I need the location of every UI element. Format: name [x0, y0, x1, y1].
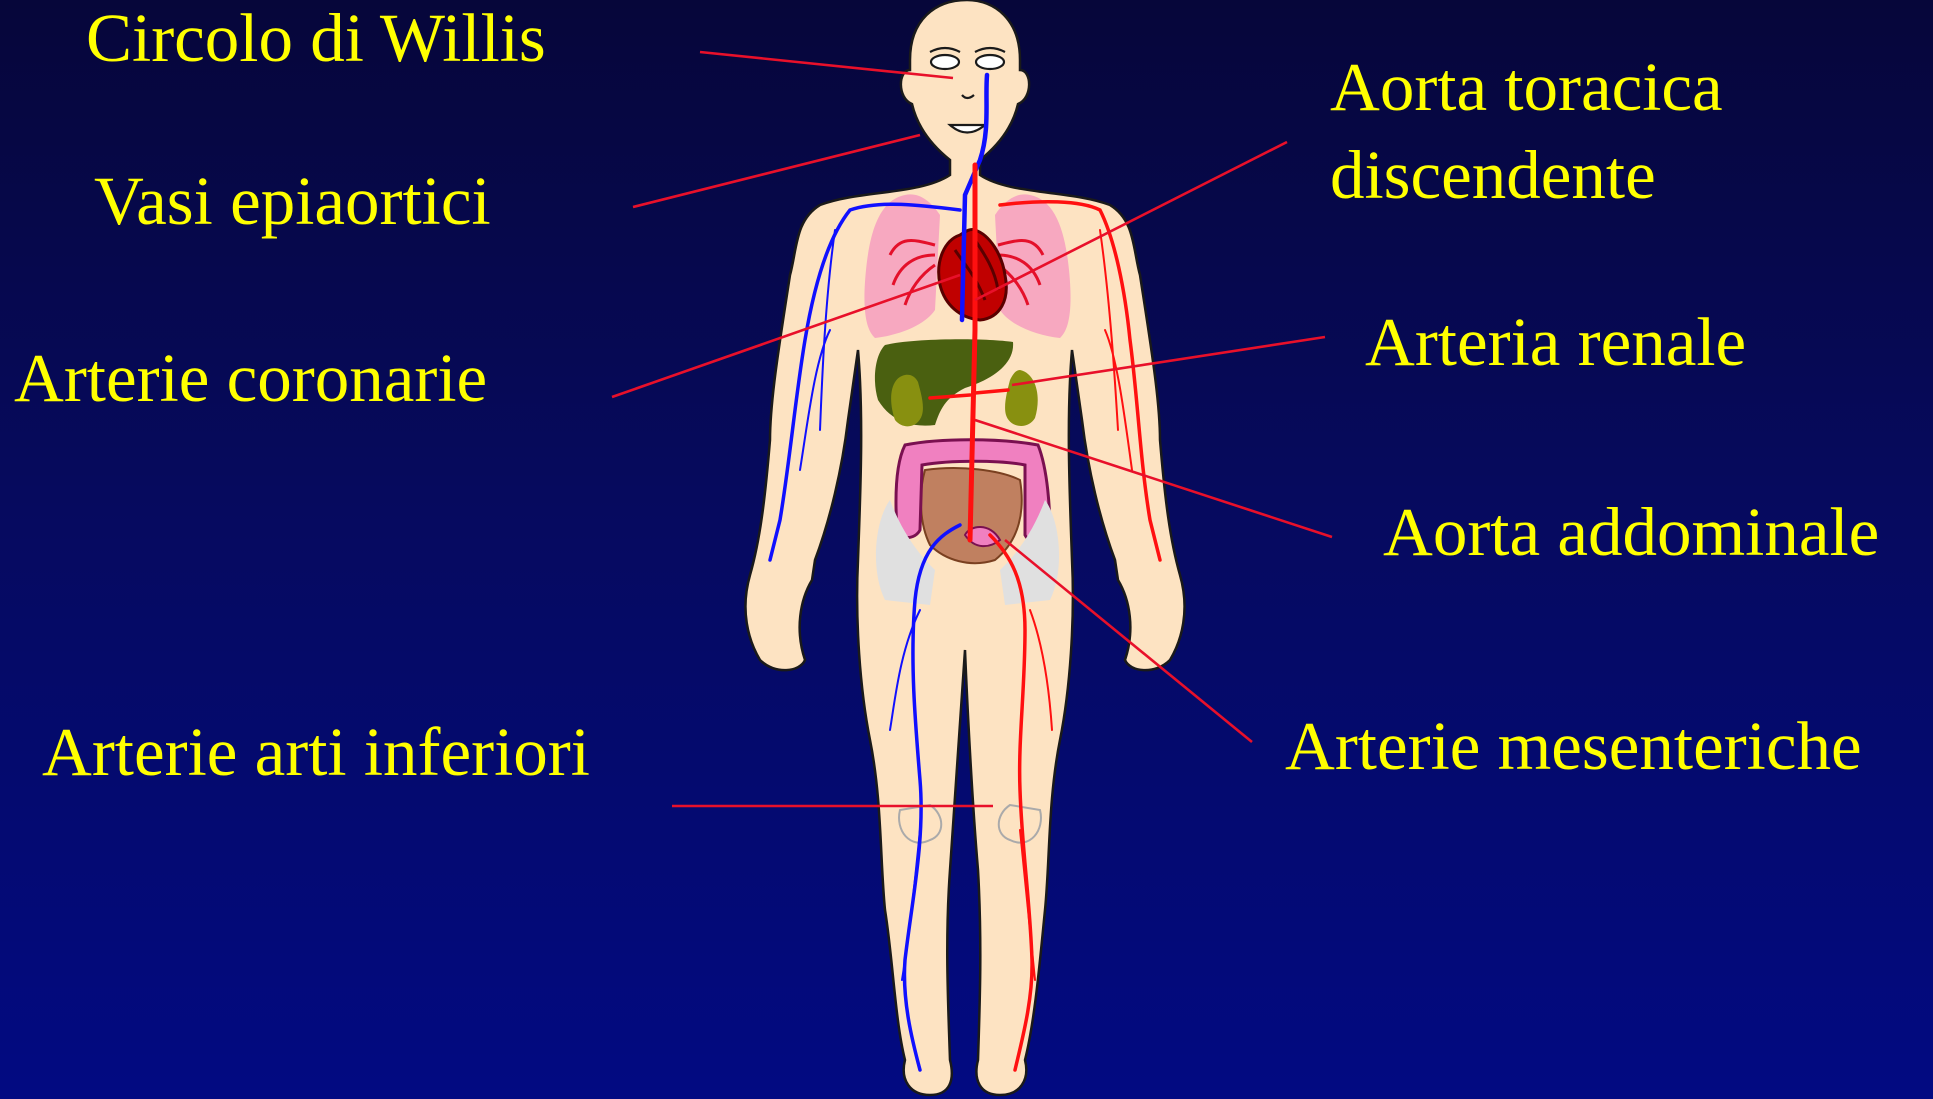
label-arterie-arti-inferiori: Arterie arti inferiori — [42, 718, 590, 787]
label-aorta-toracica-line2: discendente — [1330, 131, 1723, 219]
label-arteria-renale: Arteria renale — [1365, 308, 1746, 377]
label-vasi-epiaortici: Vasi epiaortici — [94, 167, 491, 236]
label-arterie-mesenteriche: Arterie mesenteriche — [1285, 712, 1862, 781]
label-circolo-di-willis: Circolo di Willis — [86, 4, 546, 73]
label-aorta-toracica: Aorta toracica discendente — [1330, 43, 1723, 219]
label-aorta-toracica-line1: Aorta toracica — [1330, 43, 1723, 131]
label-aorta-addominale: Aorta addominale — [1383, 498, 1879, 567]
label-arterie-coronarie: Arterie coronarie — [14, 344, 487, 413]
